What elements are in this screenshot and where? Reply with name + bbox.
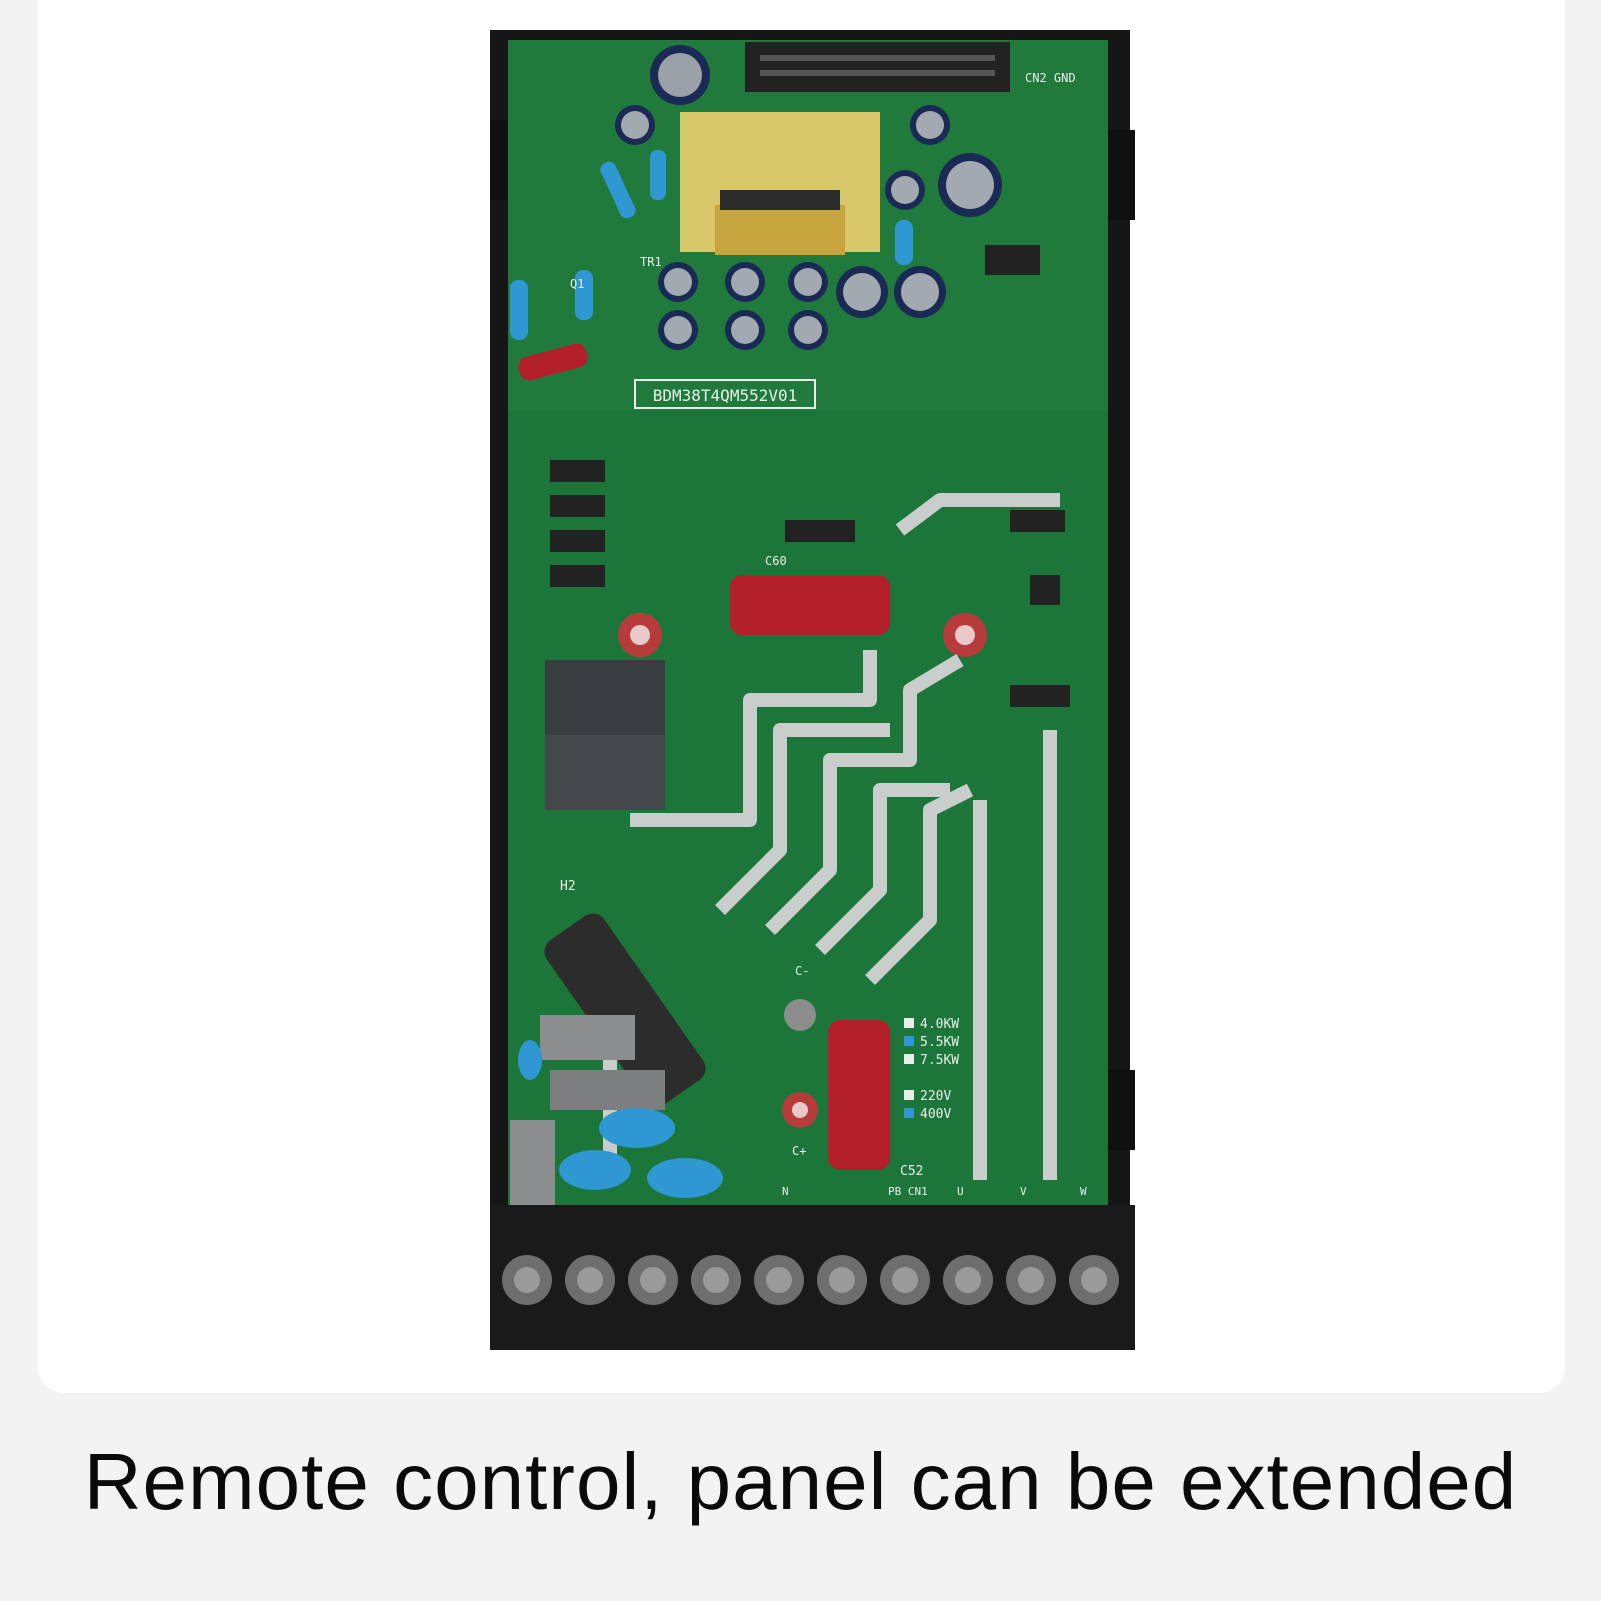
red-capacitor-c52 [828, 1020, 890, 1170]
terminal-n-label: N [782, 1185, 789, 1198]
voltage-options: 220V 400V [904, 1089, 951, 1122]
relay-upper [545, 660, 665, 735]
blue-disc-capacitors [518, 1040, 723, 1198]
red-capacitor-c60 [730, 575, 890, 635]
c52-label: C52 [900, 1164, 923, 1179]
model-label: BDM38T4QM552V01 [653, 386, 798, 405]
terminal-screws [502, 1255, 1119, 1305]
blue-components [510, 150, 913, 340]
gray-capacitor-3 [510, 1120, 555, 1210]
cplus-label: C+ [792, 1144, 806, 1158]
transformer-core [715, 205, 845, 255]
voltage-option-220v: 220V [920, 1089, 951, 1104]
terminal-u-label: U [957, 1185, 964, 1198]
caption: Remote control, panel can be extended [83, 1437, 1518, 1526]
relay-lower [545, 735, 665, 810]
pcb-photo: BDM38T4QM552V01 TR1 Q1 CN2 GND C60 C52 [490, 30, 1160, 1352]
cminus-label: C- [795, 964, 809, 978]
power-traces [603, 493, 1060, 1180]
red-capacitor-small [518, 343, 588, 381]
ribbon-connector [745, 42, 1010, 92]
voltage-option-400v: 400V [920, 1107, 951, 1122]
c60-label: C60 [765, 554, 787, 568]
gray-capacitor-1 [540, 1015, 635, 1060]
power-options: 4.0KW 5.5KW 7.5KW [904, 1017, 959, 1068]
terminal-v-label: V [1020, 1185, 1027, 1198]
tr1-label: TR1 [640, 255, 662, 269]
ic-chips [550, 245, 1070, 707]
pb-cn1-label: PB CN1 [888, 1185, 928, 1198]
transformer-bobbin [720, 190, 840, 210]
gray-capacitor-2 [550, 1070, 665, 1110]
h2-label: H2 [560, 879, 576, 894]
black-power-resistor [544, 913, 706, 1107]
screw-cminus [784, 999, 816, 1031]
model-label-box [634, 379, 816, 409]
power-option-4kw: 4.0KW [920, 1017, 959, 1032]
q1-label: Q1 [570, 277, 584, 291]
power-option-5-5kw: 5.5KW [920, 1035, 959, 1050]
power-option-7-5kw: 7.5KW [920, 1053, 959, 1068]
pcb-illustration: BDM38T4QM552V01 TR1 Q1 CN2 GND C60 C52 [490, 30, 1135, 1350]
cn2-gnd-label: CN2 GND [1025, 71, 1076, 85]
terminal-w-label: W [1080, 1185, 1087, 1198]
electrolytic-capacitors [615, 45, 1002, 350]
